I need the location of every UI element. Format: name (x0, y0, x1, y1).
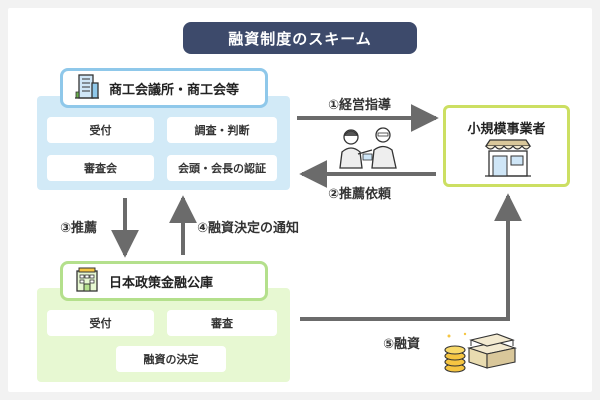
consultation-people-icon (336, 124, 402, 174)
chamber-step-reception: 受付 (47, 117, 154, 143)
label-management-guidance: ①経営指導 (328, 98, 392, 113)
chamber-step-investigation: 調査・判断 (167, 117, 277, 143)
jfc-step-review: 審査 (167, 310, 277, 336)
small-business-box: 小規模事業者 (443, 105, 570, 187)
arrow-loan (300, 193, 522, 321)
chamber-step-certification: 会頭・会長の認証 (167, 155, 277, 181)
chamber-header: 商工会議所・商工会等 (60, 68, 268, 108)
jfc-name: 日本政策金融公庫 (109, 275, 214, 291)
diagram-title: 融資制度のスキーム (183, 22, 417, 54)
label-recommendation: ③推薦 (60, 221, 98, 236)
jfc-header: 日本政策金融公庫 (60, 261, 268, 301)
money-stack-icon (441, 330, 519, 380)
jfc-step-reception: 受付 (47, 310, 154, 336)
label-loan-decision-notice: ④融資決定の通知 (197, 221, 300, 236)
bank-building-icon (73, 265, 101, 297)
label-loan: ⑤融資 (383, 337, 421, 352)
storefront-icon (482, 138, 534, 184)
office-building-icon (73, 72, 101, 104)
chamber-name: 商工会議所・商工会等 (109, 82, 240, 98)
label-recommendation-request: ②推薦依頼 (328, 187, 392, 202)
small-business-name: 小規模事業者 (467, 122, 546, 137)
jfc-step-loan-decision: 融資の決定 (116, 346, 226, 372)
chamber-step-review-board: 審査会 (47, 155, 154, 181)
